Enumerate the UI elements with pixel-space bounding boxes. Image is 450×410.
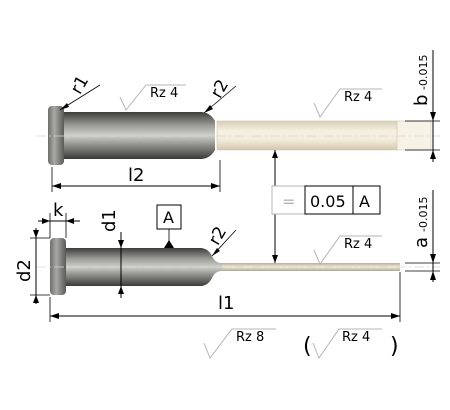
datum-a-label: A xyxy=(163,208,174,227)
top-pin-tip xyxy=(396,120,432,151)
d2-label: d2 xyxy=(14,259,35,282)
tolerance-frame: = 0.05 A xyxy=(271,185,381,215)
b-label: b xyxy=(411,95,432,106)
dim-d1: d1 xyxy=(99,209,124,298)
rough-general: Rz 8 ( Rz 4 ) xyxy=(203,328,399,360)
dim-b: b -0.015 xyxy=(405,50,440,162)
top-body xyxy=(62,112,202,159)
dim-l1: l1 xyxy=(49,272,401,322)
d1-label: d1 xyxy=(99,209,120,232)
rough-top-body-text: Rz 4 xyxy=(150,86,178,101)
b-tolerance: -0.015 xyxy=(417,55,430,90)
top-pin-shaft xyxy=(216,120,399,151)
a-label: a xyxy=(411,237,432,248)
r1-label: r1 xyxy=(67,72,93,97)
bottom-head xyxy=(50,238,66,295)
dim-d2: d2 xyxy=(14,228,50,304)
l2-label: l2 xyxy=(128,165,144,186)
dim-l2: l2 xyxy=(51,160,221,192)
top-ejector-pin xyxy=(36,106,440,165)
rough-paren-close: ) xyxy=(390,334,399,359)
dim-r2-top: r2 xyxy=(203,76,237,114)
dim-a: a -0.015 xyxy=(405,190,440,282)
top-fillet xyxy=(200,112,215,159)
rough-top-pin: Rz 4 xyxy=(313,88,382,119)
rough-top-body: Rz 4 xyxy=(119,84,186,111)
l1-label: l1 xyxy=(218,293,234,314)
dim-r2-bottom: r2 xyxy=(205,223,237,257)
rough-paren-open: ( xyxy=(303,334,312,359)
symmetry-symbol: = xyxy=(282,192,295,211)
dim-r1: r1 xyxy=(59,72,101,111)
a-tolerance: -0.015 xyxy=(417,197,430,232)
r2-top-label: r2 xyxy=(207,76,233,101)
tolerance-datum: A xyxy=(359,192,370,211)
tolerance-value: 0.05 xyxy=(310,192,346,211)
rough-bottom-pin: Rz 4 xyxy=(313,235,382,266)
dim-k: k xyxy=(38,200,80,238)
rough-bottom-pin-text: Rz 4 xyxy=(344,237,372,252)
top-head xyxy=(48,106,64,165)
r2-bottom-label: r2 xyxy=(205,223,231,248)
rough-top-pin-text: Rz 4 xyxy=(344,90,372,105)
rough-paren-text: Rz 4 xyxy=(342,330,370,345)
datum-a: A xyxy=(156,204,182,248)
k-label: k xyxy=(53,200,64,221)
bottom-ejector-pin xyxy=(36,238,440,295)
rough-general-text: Rz 8 xyxy=(236,330,264,345)
